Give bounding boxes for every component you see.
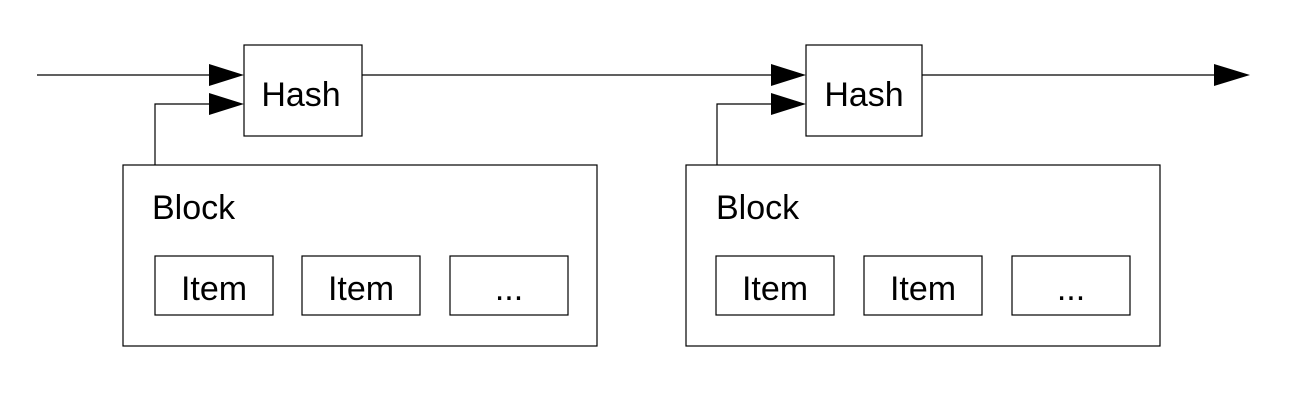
block-to-hash-wire (716, 103, 787, 165)
ellipsis-label: ... (1057, 270, 1085, 308)
item-label: Item (890, 270, 956, 308)
item-box (1011, 255, 1131, 316)
item-box (154, 255, 274, 316)
chain-unit-1: Hash Block Item Item ... (122, 44, 598, 347)
item-box (715, 255, 835, 316)
chain-link-arrowhead (771, 64, 806, 86)
hash-label: Hash (261, 76, 340, 114)
hash-box (805, 44, 923, 137)
item-label: Item (742, 270, 808, 308)
block-to-hash-arrowhead (209, 93, 244, 115)
block-label: Block (716, 189, 800, 227)
hash-box (243, 44, 363, 137)
chain-input-arrowhead (209, 64, 244, 86)
chain-unit-2: Hash Block Item Item ... (685, 44, 1161, 347)
item-label: Item (328, 270, 394, 308)
item-label: Item (181, 270, 247, 308)
block-to-hash-wire (154, 103, 225, 165)
hash-label: Hash (824, 76, 903, 114)
block-label: Block (152, 189, 236, 227)
chain-output-arrowhead (1214, 64, 1250, 86)
block-to-hash-arrowhead (771, 93, 806, 115)
ellipsis-label: ... (495, 270, 523, 308)
item-box (449, 255, 569, 316)
item-box (863, 255, 983, 316)
item-box (301, 255, 421, 316)
